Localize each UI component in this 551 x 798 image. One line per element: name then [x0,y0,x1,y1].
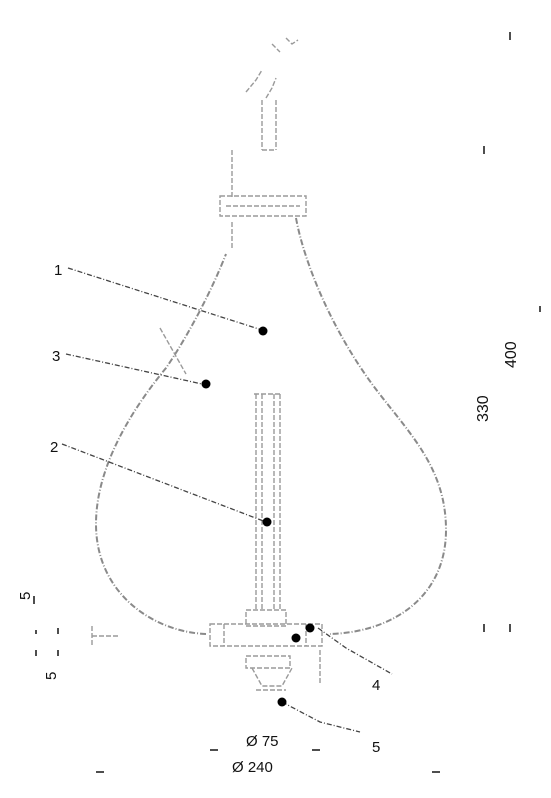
leader-lines [61,267,393,733]
flange-clamp [219,195,307,217]
shoulder-guide [159,327,187,375]
point-5 [277,697,287,707]
bottom-flange [91,609,323,647]
neck-tube [231,100,277,248]
dim-diameter-outer: Ø 240 [232,759,273,776]
top-break-marks [245,37,299,99]
right-dimension-ticks [483,32,541,632]
vessel-body-outline [94,217,448,635]
dim-wall-bottom: 5 [43,672,60,680]
dim-wall-top: 5 [17,592,34,600]
callout-2: 2 [50,439,58,456]
callout-4: 4 [372,677,380,694]
point-1 [258,326,268,336]
bottom-dimension-ticks [96,749,440,773]
reference-points [201,326,315,707]
dim-height-total: 400 [503,341,520,368]
callout-3: 3 [52,348,60,365]
callout-1: 1 [54,262,62,279]
dim-diameter-inner: Ø 75 [246,733,279,750]
dim-height-vessel: 330 [475,395,492,422]
inner-shaft [254,393,282,610]
outlet-nozzle [245,650,321,691]
point-3 [201,379,211,389]
point-4b [291,633,301,643]
callout-5: 5 [372,739,380,756]
point-2 [262,517,272,527]
point-4a [305,623,315,633]
left-wall-dimension [33,596,59,656]
